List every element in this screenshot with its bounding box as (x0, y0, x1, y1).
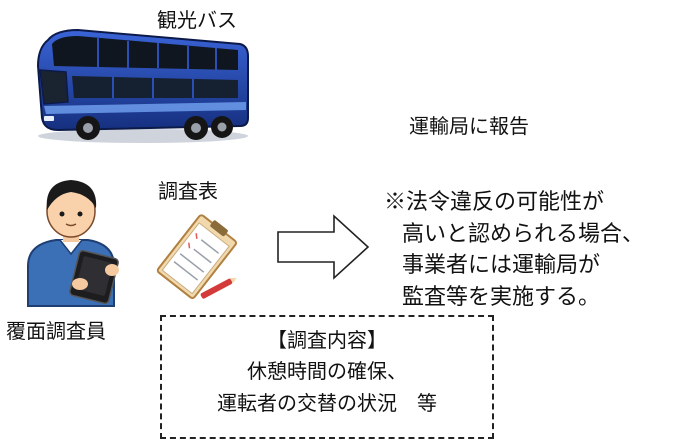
report-to-transport-bureau-label: 運輸局に報告 (409, 114, 529, 138)
right-arrow-icon (277, 214, 370, 280)
survey-contents-line: 運転者の交替の状況 等 (217, 391, 437, 415)
note-line: 事業者には運輸局が (402, 253, 601, 278)
inspector-label: 覆面調査員 (6, 319, 106, 343)
double-decker-bus-icon (36, 28, 249, 143)
bus-label: 観光バス (157, 8, 237, 32)
note-line: ※法令違反の可能性が (384, 190, 605, 215)
clipboard-icon (156, 214, 237, 299)
note-line: 高いと認められる場合、 (402, 222, 645, 247)
survey-contents-title: 【調査内容】 (267, 328, 387, 352)
legal-violation-note: ※法令違反の可能性が 高いと認められる場合、 事業者には運輸局が 監査等を実施す… (384, 192, 644, 309)
survey-contents-line: 休憩時間の確保、 (247, 359, 407, 383)
survey-sheet-label: 調査表 (158, 179, 218, 203)
note-line: 監査等を実施する。 (402, 285, 601, 310)
inspector-person-icon (27, 180, 119, 307)
survey-contents-box: 【調査内容】 休憩時間の確保、 運転者の交替の状況 等 (160, 315, 494, 439)
